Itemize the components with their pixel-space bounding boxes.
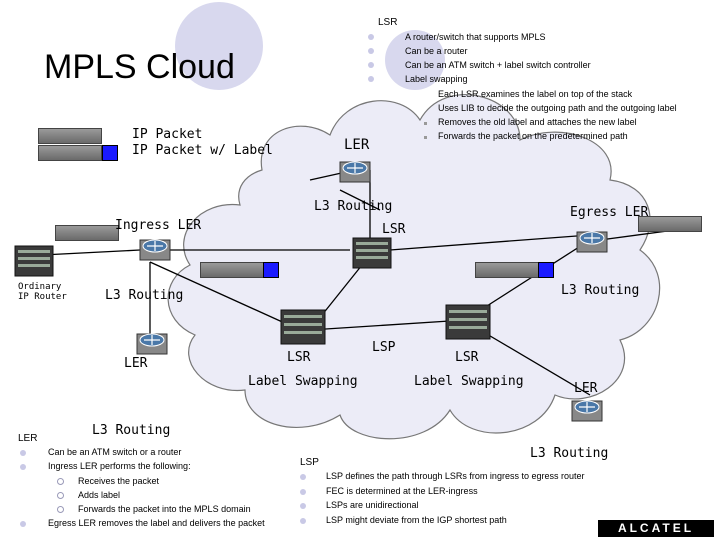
ler-item-3: Egress LER removes the label and deliver… [48,518,265,528]
lsp-bullet-3 [300,503,306,509]
mpls-cloud [167,94,661,440]
page-title: MPLS Cloud [44,48,235,86]
lsr-item-4: Label swapping [405,74,468,84]
ler-subitem-2: Adds label [78,490,121,500]
legend-labeled-packet-swatch [38,145,102,161]
ler-heading: LER [18,433,38,444]
legend-packet-swatch [38,128,102,144]
lsp-item-2: FEC is determined at the LER-ingress [326,486,478,496]
lsp-heading: LSP [300,457,319,468]
router-icon [571,400,603,422]
label-ler-left: LER [124,356,148,371]
switch-icon [14,245,54,277]
accent-circle-left [175,2,263,90]
lsr-sub-bullet-4 [424,136,427,139]
lsr-heading: LSR [378,17,398,28]
switch-icon [280,309,326,345]
lsr-item-3: Can be an ATM switch + label switch cont… [405,60,591,70]
ler-sub-bullet-2 [57,492,64,499]
label-label-swapping-left: Label Swapping [248,374,358,389]
label-ordinary-router: Ordinary IP Router [18,282,67,302]
label-l3-routing-top: L3 Routing [314,199,393,214]
ler-bullet-3 [20,521,26,527]
lsr-subitem-4: Forwards the packet on the predetermined… [438,131,628,141]
label-l3-routing-bottom-left: L3 Routing [92,423,171,438]
label-egress-in [538,262,554,278]
label-ler-right: LER [574,381,598,396]
lsp-bullet-1 [300,474,306,480]
lsr-bullet-2 [368,48,374,54]
accent-circle-right [385,30,445,90]
ler-sub-bullet-1 [57,478,64,485]
ler-item-2: Ingress LER performs the following: [48,461,191,471]
ler-bullet-1 [20,450,26,456]
label-lsp: LSP [372,340,396,355]
ler-subitem-1: Receives the packet [78,476,160,486]
switch-icon [445,304,491,340]
lsp-bullet-2 [300,489,306,495]
packet-egress-in [475,262,539,278]
lsp-item-1: LSP defines the path through LSRs from i… [326,471,585,481]
lsr-sub-bullet-3 [424,122,427,125]
label-l3-routing-bottom-right: L3 Routing [530,446,609,461]
switch-icon [352,237,392,269]
label-lsr-left: LSR [287,350,311,365]
packet-ingress [55,225,119,241]
label-label-swapping-right: Label Swapping [414,374,524,389]
lsr-subitem-3: Removes the old label and attaches the n… [438,117,637,127]
router-icon [576,231,608,253]
ler-item-1: Can be an ATM switch or a router [48,447,182,457]
label-ler-top: LER [344,137,370,153]
label-mid [263,262,279,278]
label-l3-routing-left: L3 Routing [105,288,184,303]
legend-labeled-packet-label: IP Packet w/ Label [132,143,273,158]
packet-mid [200,262,264,278]
lsr-bullet-4 [368,76,374,82]
lsp-item-3: LSPs are unidirectional [326,500,419,510]
label-lsr-mid: LSR [382,222,406,237]
lsr-bullet-3 [368,62,374,68]
lsr-subitem-2: Uses LIB to decide the outgoing path and… [438,103,677,113]
label-l3-routing-right: L3 Routing [561,283,640,298]
ler-subitem-3: Forwards the packet into the MPLS domain [78,504,251,514]
lsr-bullet-1 [368,34,374,40]
lsp-bullet-4 [300,518,306,524]
ler-sub-bullet-3 [57,506,64,513]
label-ingress-ler: Ingress LER [115,218,202,233]
packet-egress-out [638,216,702,232]
router-icon [339,161,371,183]
lsp-item-4: LSP might deviate from the IGP shortest … [326,515,507,525]
legend-label-swatch [102,145,118,161]
lsr-item-2: Can be a router [405,46,468,56]
ler-bullet-2 [20,464,26,470]
label-lsr-right: LSR [455,350,479,365]
router-icon [136,333,168,355]
lsr-item-1: A router/switch that supports MPLS [405,32,546,42]
router-icon [139,239,171,261]
label-egress-ler: Egress LER [570,205,649,220]
alcatel-logo: ALCATEL [598,520,714,537]
lsr-subitem-1: Each LSR examines the label on top of th… [438,89,633,99]
legend-packet-label: IP Packet [132,127,203,142]
